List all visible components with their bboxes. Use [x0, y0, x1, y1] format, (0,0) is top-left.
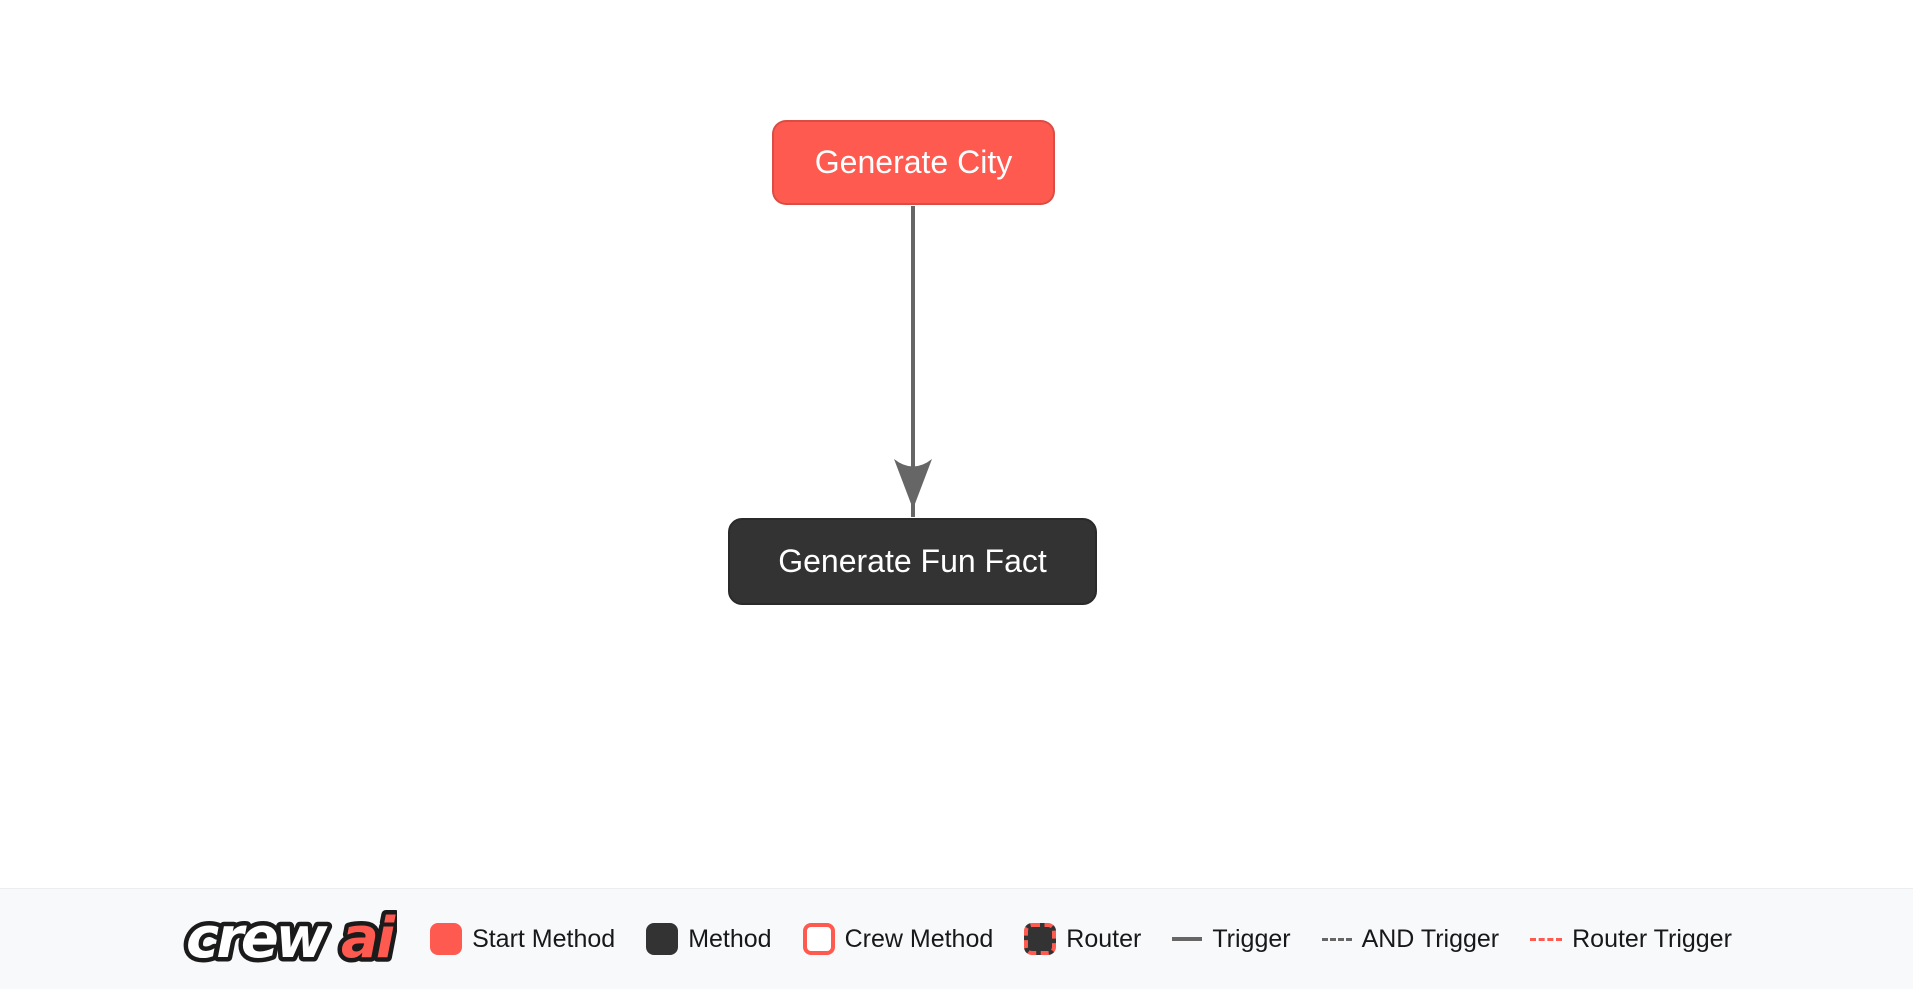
arrowhead-icon [894, 459, 932, 509]
flow-canvas[interactable]: Generate City Generate Fun Fact [0, 0, 1913, 888]
trigger-line-icon [1172, 937, 1203, 941]
legend-item-router-trigger: Router Trigger [1530, 925, 1732, 954]
and-trigger-line-icon [1321, 937, 1352, 941]
legend-label: Method [688, 924, 772, 953]
legend-label: Router [1066, 924, 1142, 953]
crew-method-swatch-icon [802, 923, 835, 955]
legend-item-and-trigger: AND Trigger [1321, 924, 1500, 954]
start-method-swatch-icon [430, 923, 463, 955]
legend-label: Start Method [472, 924, 616, 953]
node-generate-fun-fact[interactable]: Generate Fun Fact [728, 518, 1097, 605]
svg-text:crew ai: crew ai [186, 906, 396, 971]
legend-item-router: Router [1024, 923, 1141, 955]
legend-label: Router Trigger [1572, 924, 1732, 953]
legend-item-trigger: Trigger [1172, 924, 1291, 954]
node-label: Generate Fun Fact [778, 543, 1047, 579]
legend-item-start-method: Start Method [430, 923, 615, 955]
router-swatch-icon [1024, 923, 1057, 955]
legend-item-crew-method: Crew Method [802, 923, 994, 955]
router-trigger-line-icon [1530, 937, 1563, 941]
method-swatch-icon [646, 923, 679, 955]
legend-label: Trigger [1212, 924, 1291, 953]
logo-text-crew: crew [186, 906, 328, 971]
legend-bar: crew ai Start Method Method Crew Method … [0, 888, 1913, 989]
legend-item-method: Method [646, 923, 772, 955]
legend-label: AND Trigger [1361, 924, 1500, 953]
node-label: Generate City [814, 144, 1013, 180]
crewai-logo: crew ai [181, 902, 398, 976]
legend-label: Crew Method [844, 924, 994, 953]
crewai-logo-graphic: crew ai [182, 902, 398, 976]
logo-text-ai: ai [341, 906, 396, 971]
node-generate-city[interactable]: Generate City [772, 120, 1055, 205]
edge-layer [894, 206, 932, 517]
